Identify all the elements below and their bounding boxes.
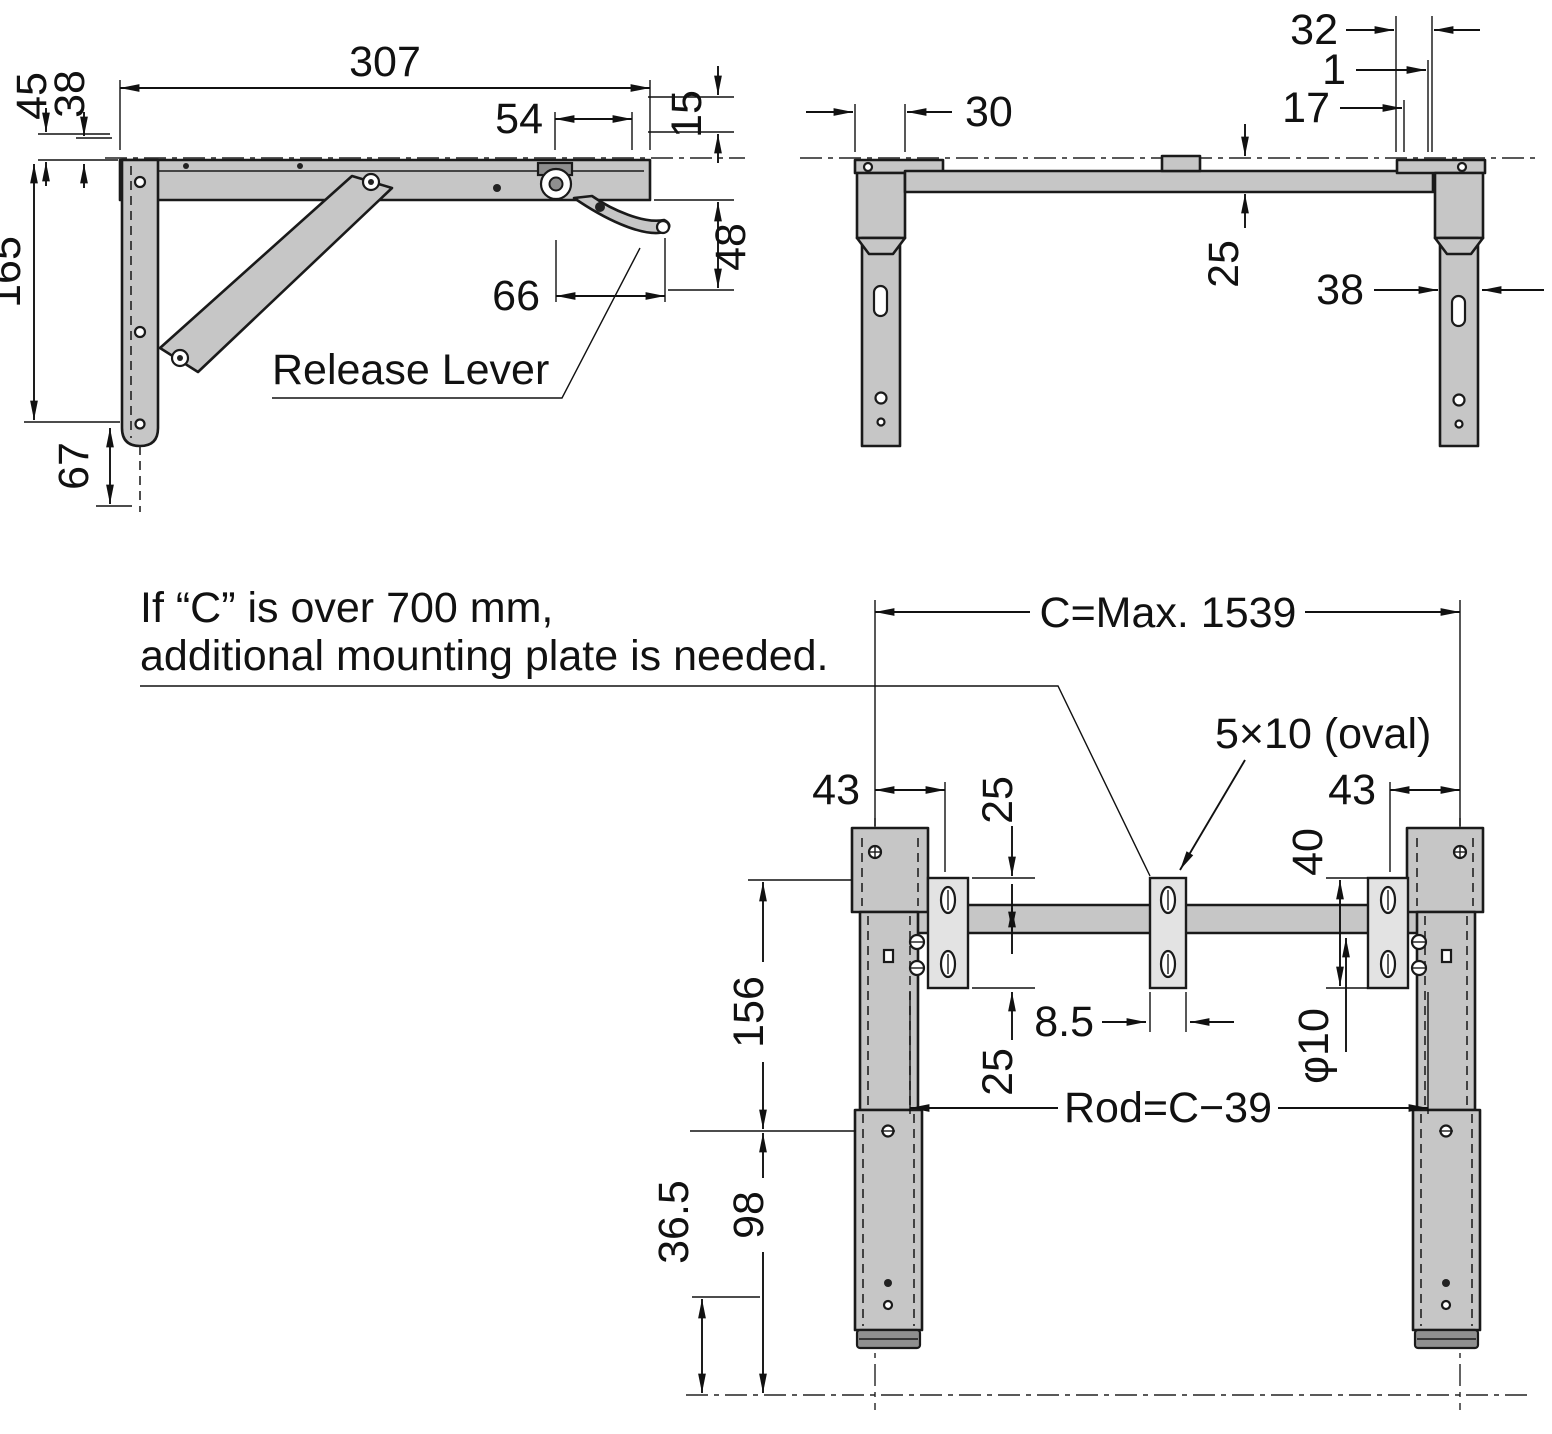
dim-67: 67 <box>50 428 132 507</box>
dim-17-label: 17 <box>1282 84 1330 132</box>
dim-67-label: 67 <box>50 442 98 490</box>
dim-307-label: 307 <box>349 38 421 86</box>
dim-307: 307 <box>119 38 651 150</box>
dim-25-front-label: 25 <box>1200 240 1248 288</box>
dim-30-label: 30 <box>965 88 1013 136</box>
dim-25-front: 25 <box>1200 124 1249 288</box>
dim-43-left-label: 43 <box>812 766 860 814</box>
front-view: 32 1 17 30 25 <box>800 6 1544 448</box>
dim-c-max: C=Max. 1539 <box>874 589 1461 826</box>
dim-32: 32 <box>1290 6 1480 152</box>
dim-165-label: 165 <box>0 236 30 308</box>
dim-48-label: 48 <box>707 223 755 271</box>
release-lever-callout: Release Lever <box>272 247 641 399</box>
dim-43-right: 43 <box>1328 766 1460 872</box>
dim-15-label: 15 <box>663 90 711 138</box>
dim-8-5-label: 8.5 <box>1034 998 1094 1046</box>
front-center-tab <box>1160 154 1202 173</box>
note-line2: additional mounting plate is needed. <box>140 632 829 680</box>
front-right-leg <box>1395 158 1487 448</box>
dim-156-label: 156 <box>725 976 773 1048</box>
dim-25-lower-label: 25 <box>974 1048 1022 1096</box>
dim-48: 48 <box>654 199 755 291</box>
right-mounting-plate <box>1366 876 1428 990</box>
center-mounting-plate <box>1148 876 1188 990</box>
dim-98: 98 <box>725 1133 773 1393</box>
oval-slot-label: 5×10 (oval) <box>1215 710 1431 758</box>
front-rod <box>903 169 1435 194</box>
plan-view: If “C” is over 700 mm, additional mounti… <box>140 584 1532 1410</box>
dim-54: 54 <box>495 95 633 150</box>
dim-17: 17 <box>1282 84 1405 152</box>
dim-54-label: 54 <box>495 95 543 143</box>
dim-32-label: 32 <box>1290 6 1338 54</box>
dim-38-side-label: 38 <box>46 70 94 118</box>
dim-15: 15 <box>648 66 734 163</box>
dim-1-label: 1 <box>1322 46 1346 94</box>
plan-right-leg <box>1405 826 1485 1350</box>
wall-plate <box>120 158 160 448</box>
front-left-leg <box>853 158 945 448</box>
dim-phi10-label: φ10 <box>1290 1008 1338 1084</box>
dim-66: 66 <box>492 238 666 320</box>
dim-25-lower: 25 <box>972 884 1035 1096</box>
dim-8-5: 8.5 <box>1034 992 1234 1046</box>
dim-38-front-label: 38 <box>1316 266 1364 314</box>
dim-rod-length-label: Rod=C−39 <box>1064 1084 1272 1132</box>
dim-45-label: 45 <box>8 72 56 120</box>
note-line1: If “C” is over 700 mm, <box>140 584 553 632</box>
dim-rod-length: Rod=C−39 <box>909 992 1429 1132</box>
dim-1: 1 <box>1322 46 1429 152</box>
release-lever <box>572 194 671 235</box>
dim-40: 40 <box>1284 828 1368 989</box>
dim-30: 30 <box>806 88 1013 152</box>
dim-43-left: 43 <box>812 766 946 872</box>
dim-40-label: 40 <box>1284 828 1332 876</box>
oval-slot-callout: 5×10 (oval) <box>1179 710 1431 871</box>
dim-36-5: 36.5 <box>650 1180 760 1393</box>
diagonal-brace <box>158 174 394 374</box>
plan-left-leg <box>850 826 930 1350</box>
dim-38-front: 38 <box>1316 266 1544 314</box>
dim-phi10: φ10 <box>1290 938 1350 1084</box>
dim-c-max-label: C=Max. 1539 <box>1040 589 1297 637</box>
note-leader-line <box>140 685 1151 877</box>
dim-25-upper: 25 <box>972 776 1035 954</box>
dim-98-label: 98 <box>725 1191 773 1239</box>
dim-66-label: 66 <box>492 272 540 320</box>
dim-25-upper-label: 25 <box>974 776 1022 824</box>
dim-165: 165 <box>0 164 120 423</box>
dim-156: 156 <box>690 879 856 1132</box>
release-lever-label: Release Lever <box>272 346 549 394</box>
dim-38-side: 38 <box>46 70 112 188</box>
dim-36-5-label: 36.5 <box>650 1180 698 1264</box>
dim-43-right-label: 43 <box>1328 766 1376 814</box>
side-view-bracket <box>118 158 671 512</box>
side-view: 307 54 15 48 66 <box>0 38 755 512</box>
left-mounting-plate <box>908 876 970 990</box>
dim-45: 45 <box>8 72 118 186</box>
